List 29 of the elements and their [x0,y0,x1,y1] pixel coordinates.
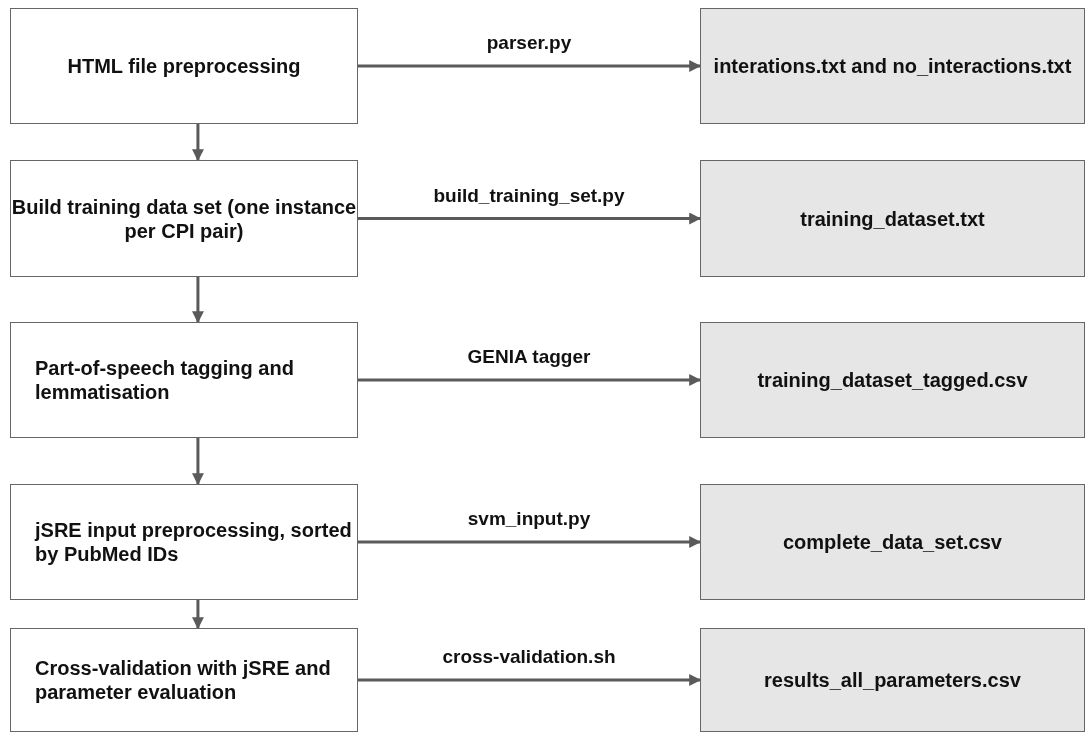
output-file-box [700,160,1085,277]
arrow [358,60,702,72]
arrow [191,124,204,162]
box-text: Build training data set (one instance per CPI pair) [11,194,357,243]
box-text: jSRE input preprocessing, sorted by PubMed IDs [35,518,353,566]
box-text: complete_data_set.csv [783,530,1002,554]
process-box [10,628,358,732]
arrow [358,536,702,548]
box-text: training_dataset.txt [800,206,985,231]
output-file-box [700,322,1085,438]
output-file-box [700,628,1085,732]
arrow [191,438,204,486]
arrow [358,374,702,386]
process-box [10,322,358,438]
process-box [10,484,358,600]
output-file-box [700,8,1085,124]
process-box [10,8,358,124]
box-text: interations.txt and no_interactions.txt [713,54,1072,78]
arrow [358,212,702,225]
box-text: results_all_parameters.csv [764,668,1021,692]
arrow [358,674,702,686]
box-text: training_dataset_tagged.csv [757,368,1028,392]
process-box [10,160,358,277]
arrow [191,277,204,324]
box-text: Part-of-speech tagging and lemmatisation [35,356,295,404]
box-text: Cross-validation with jSRE and parameter evaluation [35,656,332,704]
output-file-box [700,484,1085,600]
box-text: HTML file preprocessing [67,54,301,78]
arrow [191,600,204,630]
